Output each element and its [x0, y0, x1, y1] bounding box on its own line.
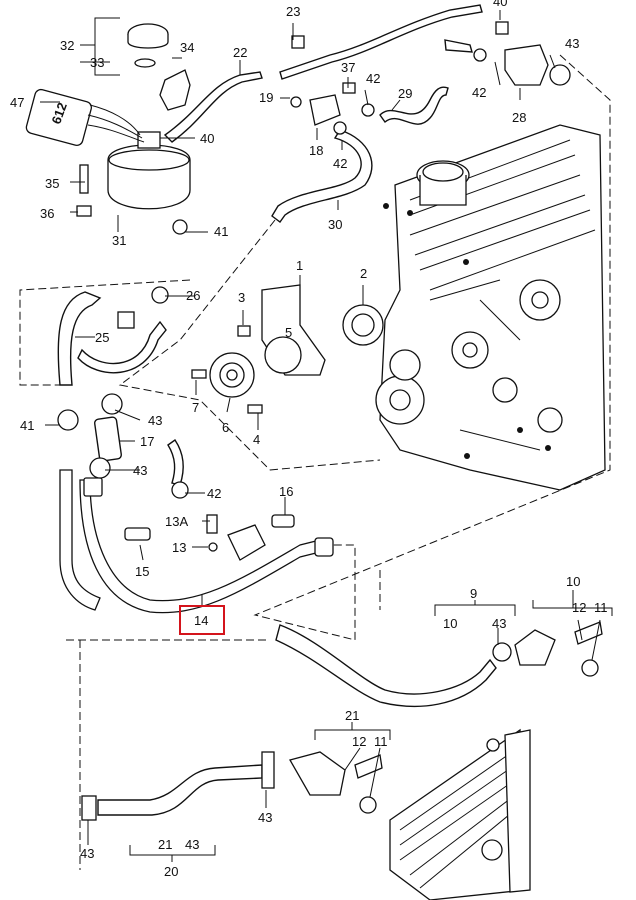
part-label[interactable]: 21 [158, 837, 172, 852]
part-label[interactable]: 40 [493, 0, 507, 9]
part-label[interactable]: 30 [328, 217, 342, 232]
part-label[interactable]: 42 [333, 156, 347, 171]
part-label[interactable]: 1 [296, 258, 303, 273]
part-label[interactable]: 21 [345, 708, 359, 723]
part-label[interactable]: 5 [285, 325, 292, 340]
part-label[interactable]: 47 [10, 95, 24, 110]
part-label[interactable]: 13A [165, 514, 188, 529]
part-label[interactable]: 28 [512, 110, 526, 125]
part-label[interactable]: 22 [233, 45, 247, 60]
part-label[interactable]: 43 [258, 810, 272, 825]
part-label[interactable]: 23 [286, 4, 300, 19]
part-label[interactable]: 25 [95, 330, 109, 345]
part-label[interactable]: 33 [90, 55, 104, 70]
part-label[interactable]: 43 [565, 36, 579, 51]
radiator [389, 728, 531, 900]
part-label[interactable]: 12 [352, 734, 366, 749]
part-label[interactable]: 7 [192, 400, 199, 415]
flanges-and-clamps [57, 21, 603, 821]
part-label[interactable]: 19 [259, 90, 273, 105]
part-label[interactable]: 11 [374, 734, 388, 749]
part-label[interactable]: 26 [186, 288, 200, 303]
part-label[interactable]: 10 [566, 574, 580, 589]
part-label[interactable]: 43 [80, 846, 94, 861]
part-label[interactable]: 42 [366, 71, 380, 86]
part-label[interactable]: 40 [200, 131, 214, 146]
expansion-tank: 612 [25, 23, 191, 235]
part-label[interactable]: 31 [112, 233, 126, 248]
part-label[interactable]: 4 [253, 432, 260, 447]
part-label[interactable]: 18 [309, 143, 323, 158]
pump-and-pulley [191, 284, 384, 414]
part-label[interactable]: 9 [470, 586, 477, 601]
part-label-highlighted[interactable]: 14 [194, 613, 208, 628]
metal-pipe [59, 469, 334, 614]
part-label[interactable]: 43 [492, 616, 506, 631]
hoses [57, 4, 497, 816]
part-label[interactable]: 42 [207, 486, 221, 501]
part-label[interactable]: 37 [341, 60, 355, 75]
part-label[interactable]: 3 [238, 290, 245, 305]
part-label[interactable]: 15 [135, 564, 149, 579]
part-label[interactable]: 29 [398, 86, 412, 101]
part-label[interactable]: 43 [148, 413, 162, 428]
part-label[interactable]: 16 [279, 484, 293, 499]
part-label[interactable]: 41 [20, 418, 34, 433]
part-label[interactable]: 2 [360, 266, 367, 281]
part-label[interactable]: 43 [185, 837, 199, 852]
part-label[interactable]: 35 [45, 176, 59, 191]
part-label[interactable]: 10 [443, 616, 457, 631]
part-label[interactable]: 32 [60, 38, 74, 53]
leader-lines [40, 10, 613, 862]
part-label[interactable]: 11 [594, 600, 608, 615]
dashed-boundaries [19, 54, 611, 870]
part-label[interactable]: 43 [133, 463, 147, 478]
part-label[interactable]: 20 [164, 864, 178, 879]
tank-sensor-badge: 612 [48, 101, 70, 127]
part-labels: 32 33 34 47 40 35 36 31 41 22 23 37 42 1… [10, 0, 608, 879]
part-label[interactable]: 6 [222, 420, 229, 435]
part-label[interactable]: 17 [140, 434, 154, 449]
part-label[interactable]: 41 [214, 224, 228, 239]
highlight-box [179, 605, 225, 635]
part-label[interactable]: 12 [572, 600, 586, 615]
part-label[interactable]: 13 [172, 540, 186, 555]
part-label[interactable]: 36 [40, 206, 54, 221]
engine-block [375, 124, 606, 491]
part-label[interactable]: 34 [180, 40, 194, 55]
part-label[interactable]: 42 [472, 85, 486, 100]
